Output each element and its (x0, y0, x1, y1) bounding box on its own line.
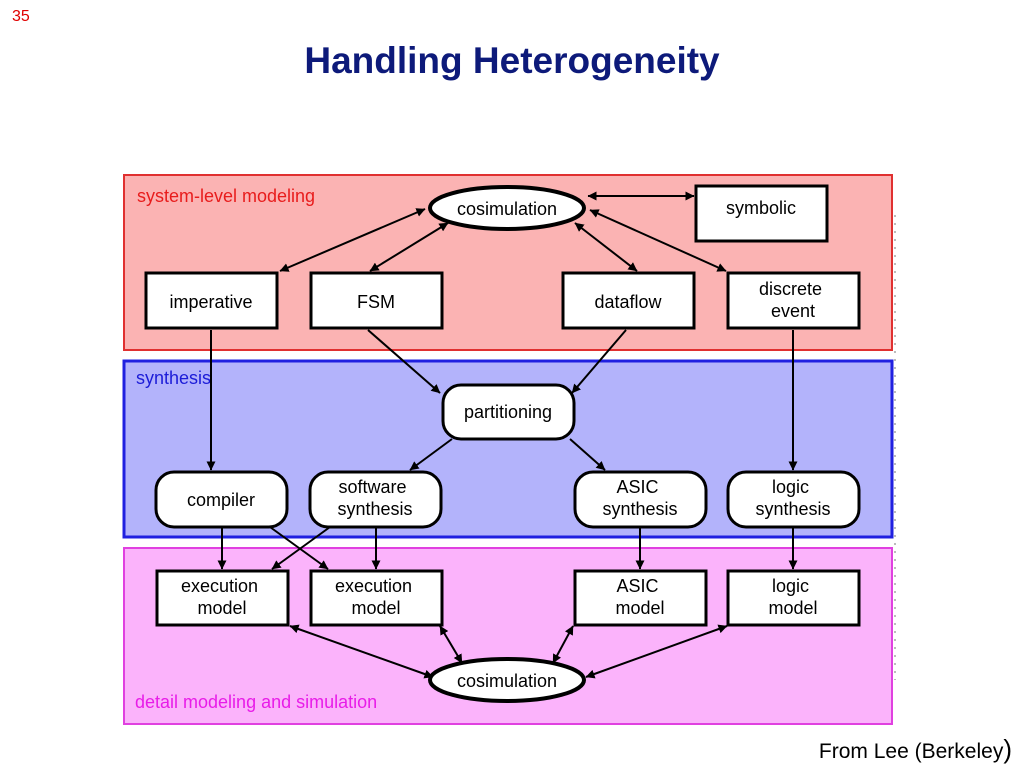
edge-asicmodel-cosim (552, 625, 574, 664)
node-asic-synthesis: ASIC synthesis (573, 470, 708, 529)
svg-text:logic synthesis: logic synthesis (755, 477, 830, 519)
node-logic-model: logic model (726, 569, 861, 627)
source-credit: From Lee (Berkeley) (819, 734, 1012, 765)
node-imperative: imperative (144, 271, 279, 330)
edge-software-exec1 (271, 526, 331, 570)
credit-text: From Lee (Berkeley (818, 740, 1004, 763)
edge-compiler-exec2 (269, 526, 329, 570)
node-software-synthesis: software synthesis (308, 470, 443, 529)
svg-text:logic model: logic model (768, 576, 817, 618)
svg-text:symbolic: symbolic (726, 198, 796, 218)
node-partitioning: partitioning (441, 383, 576, 441)
svg-text:ASIC model: ASIC model (615, 576, 664, 618)
node-execution-model-1: execution model (155, 569, 290, 627)
svg-text:FSM: FSM (357, 292, 395, 312)
edge-fsm-partitioning (367, 329, 441, 394)
edges (206, 191, 798, 679)
svg-text:imperative: imperative (169, 292, 252, 312)
svg-text:cosimulation: cosimulation (457, 671, 557, 691)
svg-text:execution model: execution model (181, 576, 263, 618)
node-label: cosimulation (457, 671, 557, 691)
node-cosimulation-top: cosimulation (428, 185, 586, 231)
svg-text:partitioning: partitioning (464, 402, 552, 422)
edge-cosim-imperative (279, 208, 426, 272)
edge-partitioning-asic (569, 438, 606, 471)
svg-text:software synthesis: software synthesis (337, 477, 412, 519)
system-level-label: system-level modeling (137, 186, 315, 206)
svg-text:dataflow: dataflow (594, 292, 662, 312)
svg-text:execution model: execution model (335, 576, 417, 618)
svg-text:discrete event: discrete event (759, 279, 827, 321)
edge-dataflow-partitioning (571, 329, 627, 394)
slide-number: 35 (12, 8, 30, 25)
node-logic-synthesis: logic synthesis (726, 470, 861, 529)
node-dataflow: dataflow (561, 271, 696, 330)
node-compiler: compiler (154, 470, 289, 529)
detail-level-label: detail modeling and simulation (135, 692, 377, 712)
svg-text:compiler: compiler (187, 490, 255, 510)
node-asic-model: ASIC model (573, 569, 708, 627)
svg-text:cosimulation: cosimulation (457, 199, 557, 219)
edge-logicmodel-cosim (585, 624, 728, 679)
synthesis-level-label: synthesis (136, 368, 211, 388)
node-discrete-event: discrete event (726, 271, 861, 330)
svg-text:ASIC synthesis: ASIC synthesis (602, 477, 677, 519)
slide-title: Handling Heterogeneity (304, 40, 720, 81)
credit-paren: ) (1003, 734, 1012, 764)
node-label: cosimulation (457, 199, 557, 219)
edge-partitioning-software (409, 438, 453, 471)
node-execution-model-2: execution model (309, 569, 444, 627)
edge-cosim-fsm (369, 222, 449, 272)
node-cosimulation-bottom: cosimulation (428, 657, 586, 703)
node-symbolic: symbolic (694, 184, 829, 243)
edge-exec2-cosim (439, 625, 463, 664)
node-fsm: FSM (309, 271, 444, 330)
edge-exec1-cosim (289, 624, 434, 679)
edge-cosim-discrete (589, 209, 727, 272)
